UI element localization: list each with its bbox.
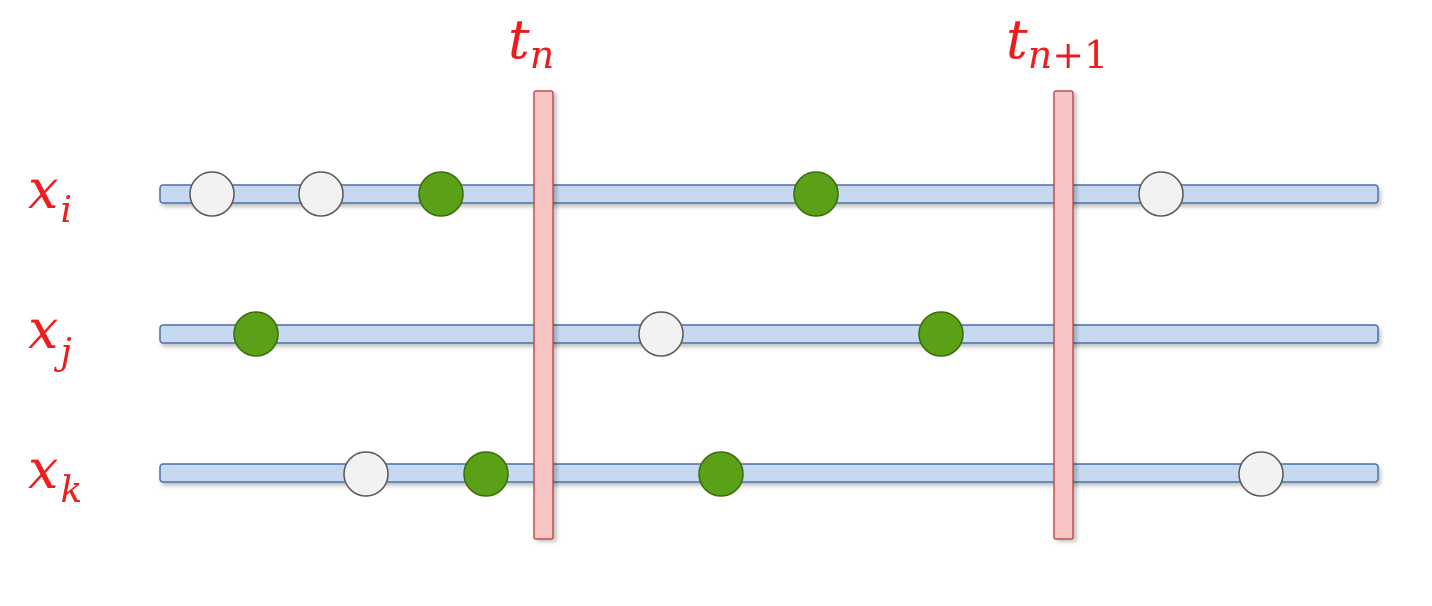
event-k-1: [343, 451, 389, 497]
event-k-3: [698, 451, 744, 497]
event-i-3: [418, 171, 464, 217]
row-label-xi: xi: [28, 158, 72, 231]
time-bar-tn: [533, 90, 554, 540]
time-marker-labels: tn tn+1: [508, 8, 1108, 77]
row-tracks: [159, 184, 1379, 483]
row-track-j: [159, 324, 1379, 344]
time-label-tn-base: t: [508, 8, 530, 71]
time-label-tn: tn: [508, 8, 554, 77]
event-i-5: [1138, 171, 1184, 217]
row-track-k: [159, 463, 1379, 483]
time-marker-bars: [533, 90, 1074, 540]
event-k-2: [463, 451, 509, 497]
event-j-1: [233, 311, 279, 357]
event-i-2: [298, 171, 344, 217]
row-label-xi-base: x: [28, 158, 58, 221]
time-label-tn1-sub-upright: +1: [1052, 33, 1108, 77]
row-label-xj-base: x: [28, 298, 58, 361]
event-i-4: [793, 171, 839, 217]
row-label-xk-sub: k: [60, 470, 82, 511]
row-label-xk: xk: [28, 438, 82, 511]
time-label-tn1: tn+1: [1006, 8, 1108, 77]
row-label-xi-sub: i: [60, 190, 72, 231]
event-j-3: [918, 311, 964, 357]
time-label-tn1-base: t: [1006, 8, 1028, 71]
row-labels: xi xj xk: [28, 158, 82, 511]
events: [189, 171, 1284, 497]
event-j-2: [638, 311, 684, 357]
time-label-tn1-sub: n: [1028, 33, 1052, 77]
row-label-xk-base: x: [28, 438, 58, 501]
time-bar-tn1: [1053, 90, 1074, 540]
event-i-1: [189, 171, 235, 217]
row-label-xj: xj: [28, 298, 72, 373]
time-label-tn-sub: n: [530, 33, 554, 77]
event-k-4: [1238, 451, 1284, 497]
